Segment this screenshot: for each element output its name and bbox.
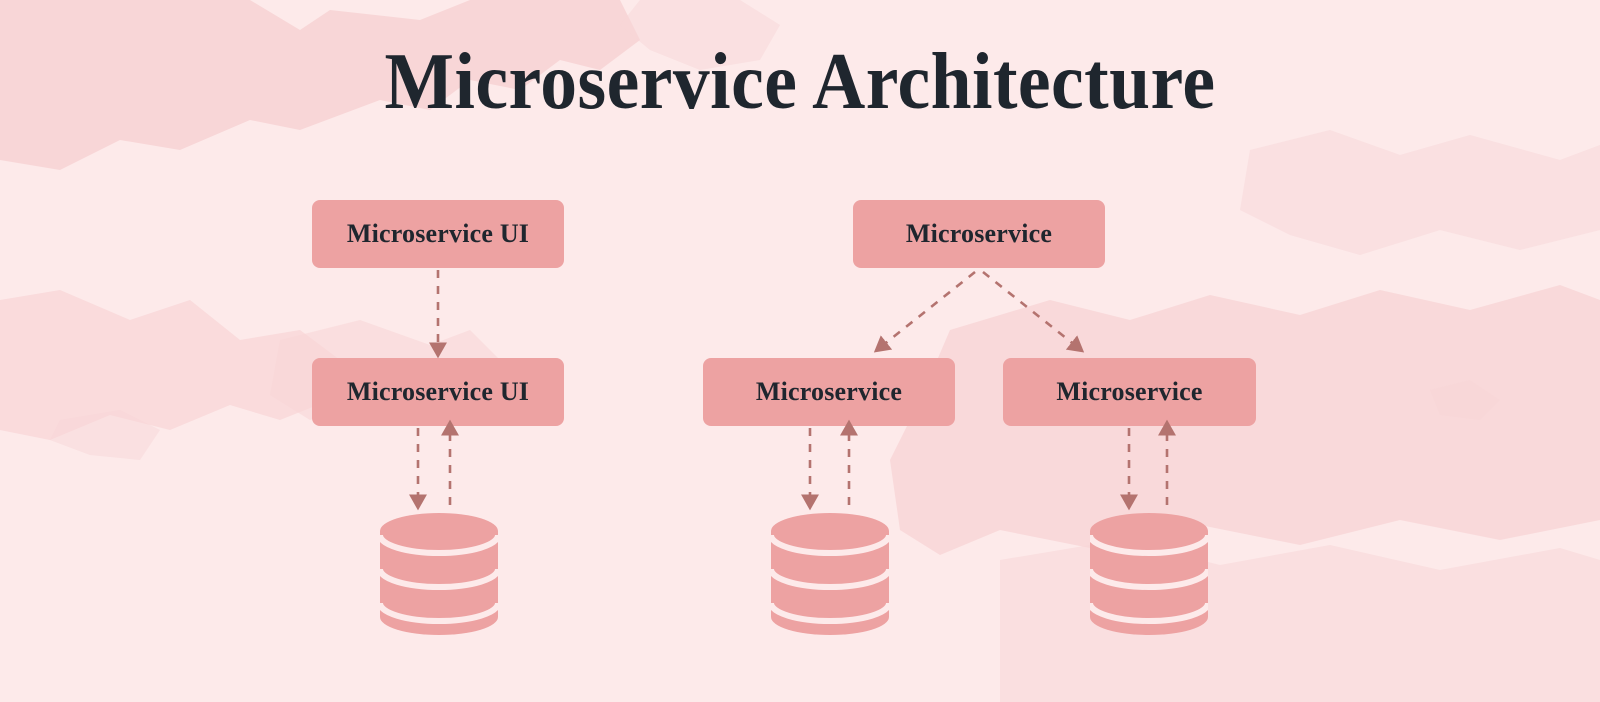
page-title: Microservice Architecture [384,38,1216,126]
database-cylinder-right[interactable] [1090,513,1208,637]
node-label: Microservice UI [346,377,530,406]
database-cylinder-left[interactable] [380,513,498,637]
node-label: Microservice UI [346,219,530,248]
node-microservice-ui-left-middle[interactable]: Microservice UI [312,358,564,426]
node-microservice-ui-left-top[interactable]: Microservice UI [312,200,564,268]
database-cylinder-middle[interactable] [771,513,889,637]
node-microservice-right-top[interactable]: Microservice [853,200,1105,268]
arrow-right-top-to-mid-left [873,270,976,353]
node-microservice-mid-right[interactable]: Microservice [1003,358,1256,426]
node-label: Microservice [755,377,903,406]
node-label: Microservice [1056,377,1203,406]
arrow-right-top-to-mid-right [982,270,1085,353]
node-label: Microservice [905,219,1053,248]
node-microservice-mid-left[interactable]: Microservice [703,358,955,426]
